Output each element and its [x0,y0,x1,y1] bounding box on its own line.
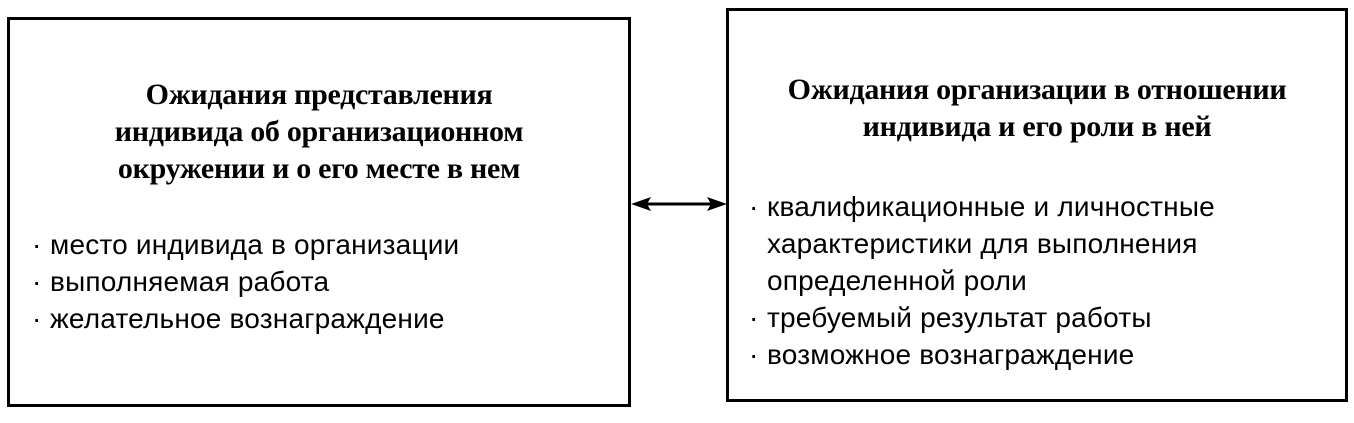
double-arrow-connector [631,197,727,211]
list-item-text: желательное вознаграждение [50,303,445,334]
bullet-icon: · [32,303,42,334]
right-title-line: индивида и его роли в ней [862,110,1212,143]
list-item-text: возможное вознаграждение [767,339,1135,370]
arrowhead-right-icon [707,197,727,211]
bullet-icon: · [32,229,42,260]
left-title-line: окружении и о его месте в нем [117,152,521,185]
arrowhead-left-icon [631,197,651,211]
list-item: · выполняемая работа [32,263,459,300]
bullet-icon: · [749,339,759,370]
right-title-line: Ожидания организации в отношении [787,73,1287,106]
right-box-item-list: · квалификационные и личностные характер… [749,188,1215,373]
list-item: · возможное вознаграждение [749,336,1215,373]
bullet-icon: · [749,302,759,333]
right-box-title: Ожидания организации в отношении индивид… [729,71,1345,145]
left-expectations-box: Ожидания представления индивида об орган… [7,17,631,407]
right-expectations-box: Ожидания организации в отношении индивид… [726,8,1348,402]
list-item: · место индивида в организации [32,226,459,263]
list-item: · желательное вознаграждение [32,300,459,337]
left-title-line: индивида об организационном [114,115,524,148]
left-box-item-list: · место индивида в организации · выполня… [32,226,459,337]
list-item-text: требуемый результат работы [767,302,1152,333]
bullet-icon: · [32,266,42,297]
list-item: · требуемый результат работы [749,299,1215,336]
bullet-icon: · [749,191,759,222]
list-item-text: выполняемая работа [50,266,330,297]
list-item-text: определенной роли [767,265,1027,296]
list-item-text: характеристики для выполнения [767,228,1198,259]
list-item-text: квалификационные и личностные [767,191,1215,222]
left-title-line: Ожидания представления [145,78,493,111]
list-item: · квалификационные и личностные характер… [749,188,1215,299]
list-item-text: место индивида в организации [50,229,460,260]
left-box-title: Ожидания представления индивида об орган… [10,76,628,187]
